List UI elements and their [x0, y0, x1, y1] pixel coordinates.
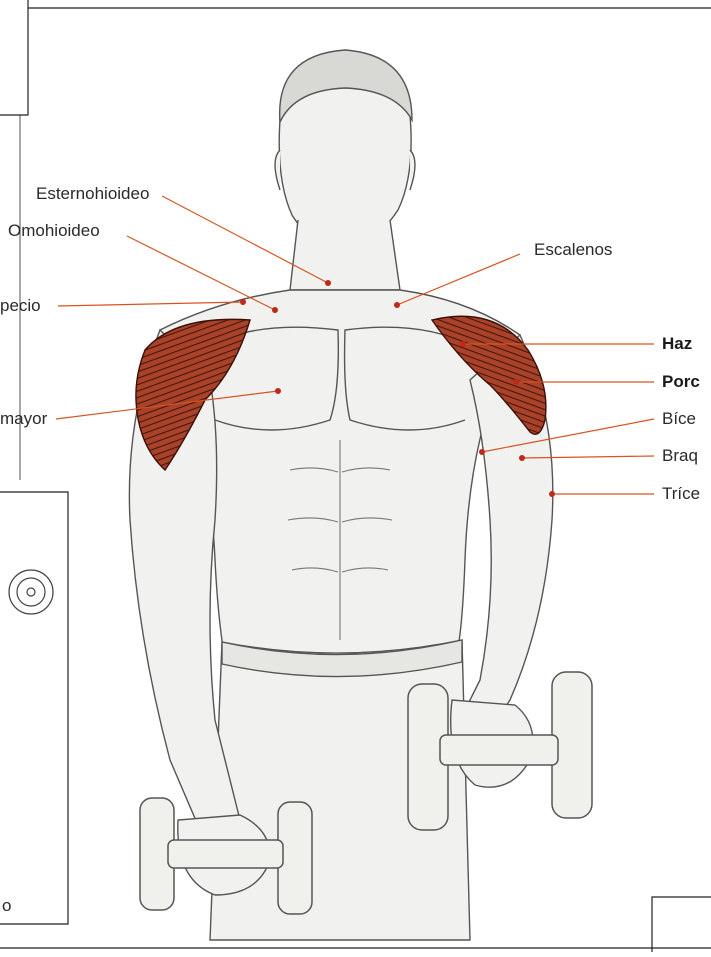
label-biceps: Bíce [662, 409, 696, 429]
label-corner: o [2, 896, 11, 916]
label-triceps: Tríce [662, 484, 700, 504]
label-pectoral-mayor: mayor [0, 409, 47, 429]
label-braquial: Braq [662, 446, 698, 466]
leader-omohioideo [127, 236, 275, 310]
label-porcion: Porc [662, 372, 700, 392]
leader-trapecio [58, 302, 243, 306]
label-trapecio: pecio [0, 296, 41, 316]
label-haz: Haz [662, 334, 692, 354]
label-omohioideo: Omohioideo [8, 221, 100, 241]
label-esternohioideo: Esternohioideo [36, 184, 149, 204]
leader-escalenos [397, 254, 520, 305]
neck [290, 220, 400, 290]
label-escalenos: Escalenos [534, 240, 612, 260]
figure-body [129, 50, 552, 940]
knob-icon [9, 570, 53, 614]
